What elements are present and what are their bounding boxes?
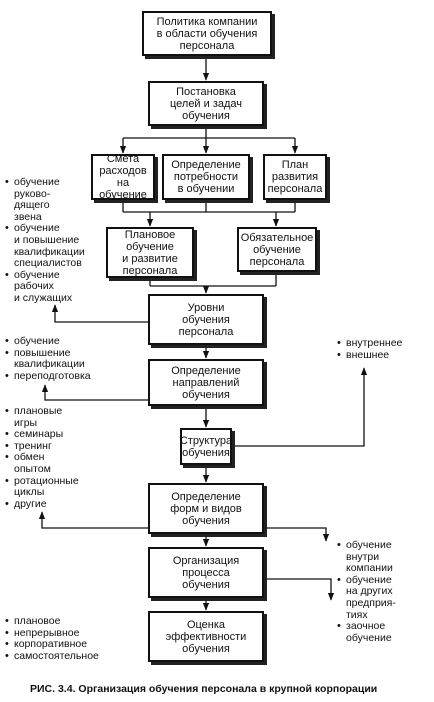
list-item: семинары (5, 429, 95, 441)
box-mandatory-training: Обязательное обучение персонала (237, 227, 317, 272)
box-organization: Организация процесса обучения (148, 547, 264, 598)
list-item: обучение рабочих и служащих (5, 269, 91, 305)
box-needs: Определение потребности в обучении (162, 154, 250, 200)
box-forms: Определение форм и видов обучения (148, 483, 264, 534)
list-personnel: обучение руково- дящего звена обучение и… (5, 176, 91, 305)
box-directions: Определение направлений обучения (148, 359, 264, 406)
list-item: самостоятельное (5, 650, 115, 663)
arrow-forms-location (264, 527, 330, 542)
list-item: другие (5, 498, 95, 511)
box-budget: Смета расходов на обучение (91, 153, 155, 201)
list-item: обучение внутри компании (337, 539, 427, 575)
list-place: внутреннее внешнее (337, 337, 427, 362)
list-item: обмен опытом (5, 452, 95, 475)
list-modes: плановое непрерывное корпоративное самос… (5, 615, 115, 663)
list-item: обучение руково- дящего звена (5, 176, 91, 223)
box-evaluation: Оценка эффективности обучения (148, 611, 264, 662)
list-item: заочное обучение (337, 620, 427, 644)
list-item: внутреннее (337, 337, 427, 350)
list-item: внешнее (337, 349, 427, 362)
list-kinds: обучение повышение квалификации переподг… (5, 335, 105, 383)
arrow-forms-methods (38, 511, 148, 529)
box-policy: Политика компании в области обучения пер… (142, 11, 272, 56)
list-location: обучение внутри компании обучение на дру… (337, 539, 427, 644)
list-item: обучение на других предприя- тиях (337, 574, 427, 621)
list-item: плановые игры (5, 405, 95, 429)
list-item: корпоративное (5, 639, 115, 651)
box-plan: План развития персонала (263, 154, 327, 200)
list-item: обучение (5, 335, 105, 348)
arrow-organization-location (264, 578, 335, 601)
box-goals: Постановка целей и задач обучения (148, 81, 264, 126)
box-levels: Уровни обучения персонала (148, 294, 264, 345)
list-item: плановое (5, 615, 115, 628)
list-methods: плановые игры семинары тренинг обмен опы… (5, 405, 95, 511)
list-item: непрерывное (5, 627, 115, 640)
list-item: переподготовка (5, 370, 105, 383)
arrow-directions-kinds (41, 384, 148, 401)
list-item: ротационные циклы (5, 475, 95, 499)
arrow-structure-place (232, 367, 368, 447)
box-structure: Структура обучения (180, 428, 232, 465)
list-item: тренинг (5, 440, 95, 453)
box-planned-training: Плановое обучение и развитие персонала (106, 227, 194, 278)
list-item: повышение квалификации (5, 347, 105, 371)
arrow-levels-personnel (51, 304, 148, 323)
figure-caption: РИС. 3.4. Организация обучения персонала… (30, 683, 378, 695)
list-item: обучение и повышение квалификации специа… (5, 223, 91, 269)
